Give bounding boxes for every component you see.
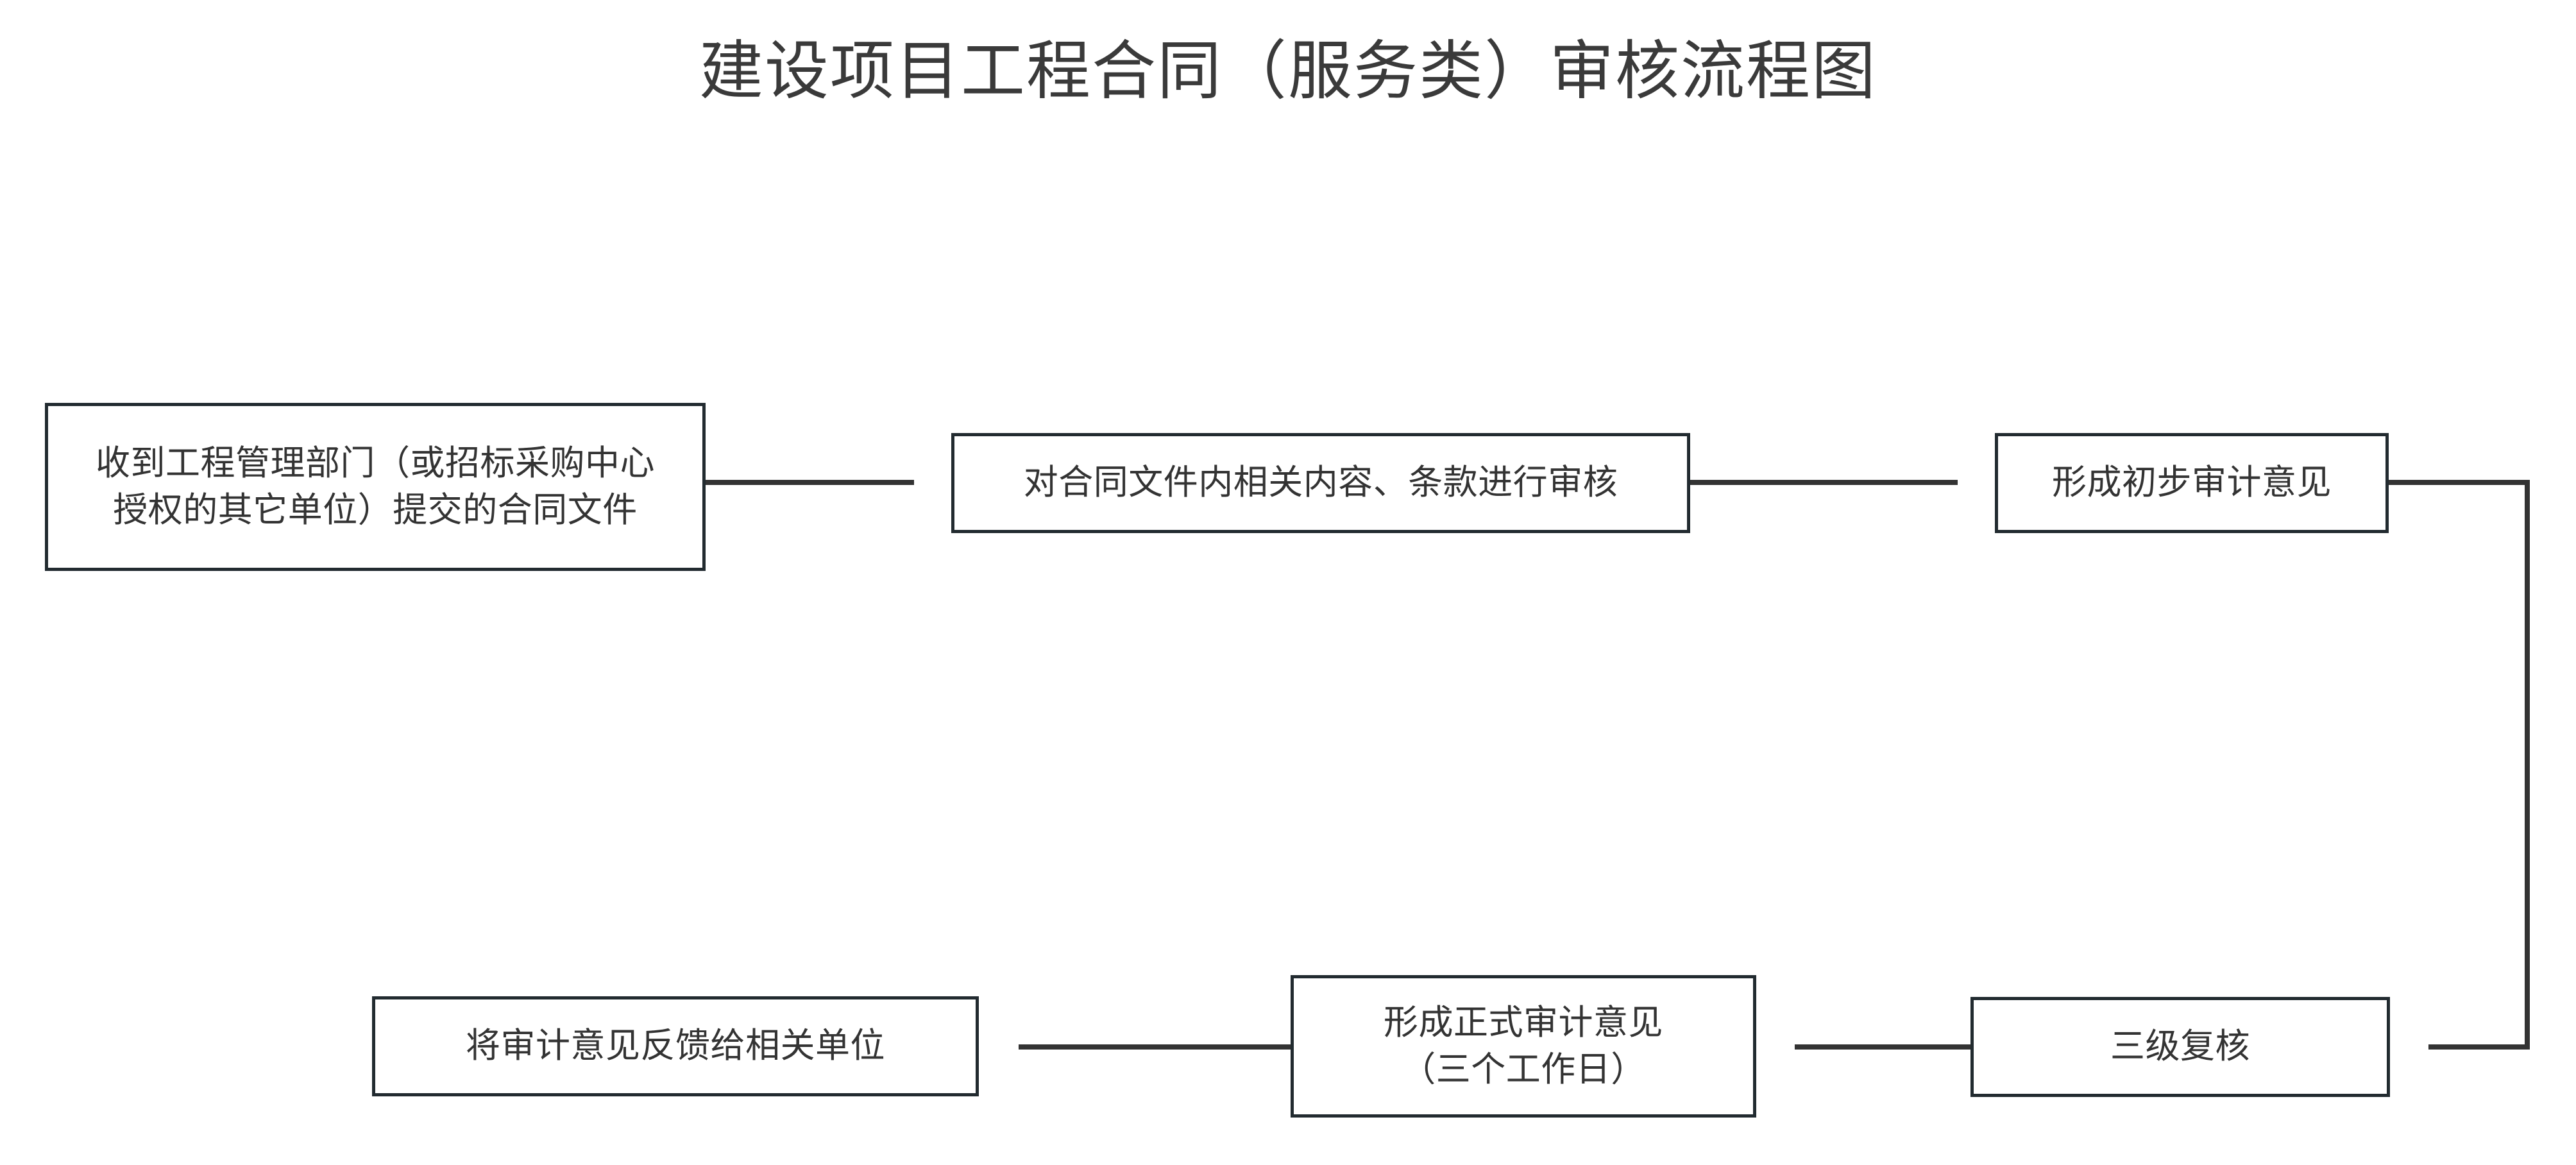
edge-prelim-to-tri <box>2389 480 2530 1050</box>
flow-node-label: 形成正式审计意见 （三个工作日） <box>1384 1003 1663 1089</box>
flow-node-feedback-to-units[interactable]: 将审计意见反馈给相关单位 <box>372 996 979 1096</box>
flow-node-preliminary-audit-opinion[interactable]: 形成初步审计意见 <box>1995 433 2389 533</box>
flow-node-formal-audit-opinion[interactable]: 形成正式审计意见 （三个工作日） <box>1291 975 1756 1118</box>
flow-node-receive-contract-documents[interactable]: 收到工程管理部门（或招标采购中心 授权的其它单位）提交的合同文件 <box>45 403 706 571</box>
flow-node-three-level-review[interactable]: 三级复核 <box>1970 997 2390 1097</box>
flow-node-label: 三级复核 <box>2110 1027 2250 1066</box>
flow-node-label: 对合同文件内相关内容、条款进行审核 <box>1023 463 1618 502</box>
page-title: 建设项目工程合同（服务类）审核流程图 <box>699 35 1877 107</box>
flow-node-label: 收到工程管理部门（或招标采购中心 授权的其它单位）提交的合同文件 <box>96 443 655 529</box>
flow-node-review-contract-terms[interactable]: 对合同文件内相关内容、条款进行审核 <box>951 433 1690 533</box>
flow-node-label: 形成初步审计意见 <box>2052 463 2332 502</box>
flow-node-label: 将审计意见反馈给相关单位 <box>466 1026 885 1066</box>
